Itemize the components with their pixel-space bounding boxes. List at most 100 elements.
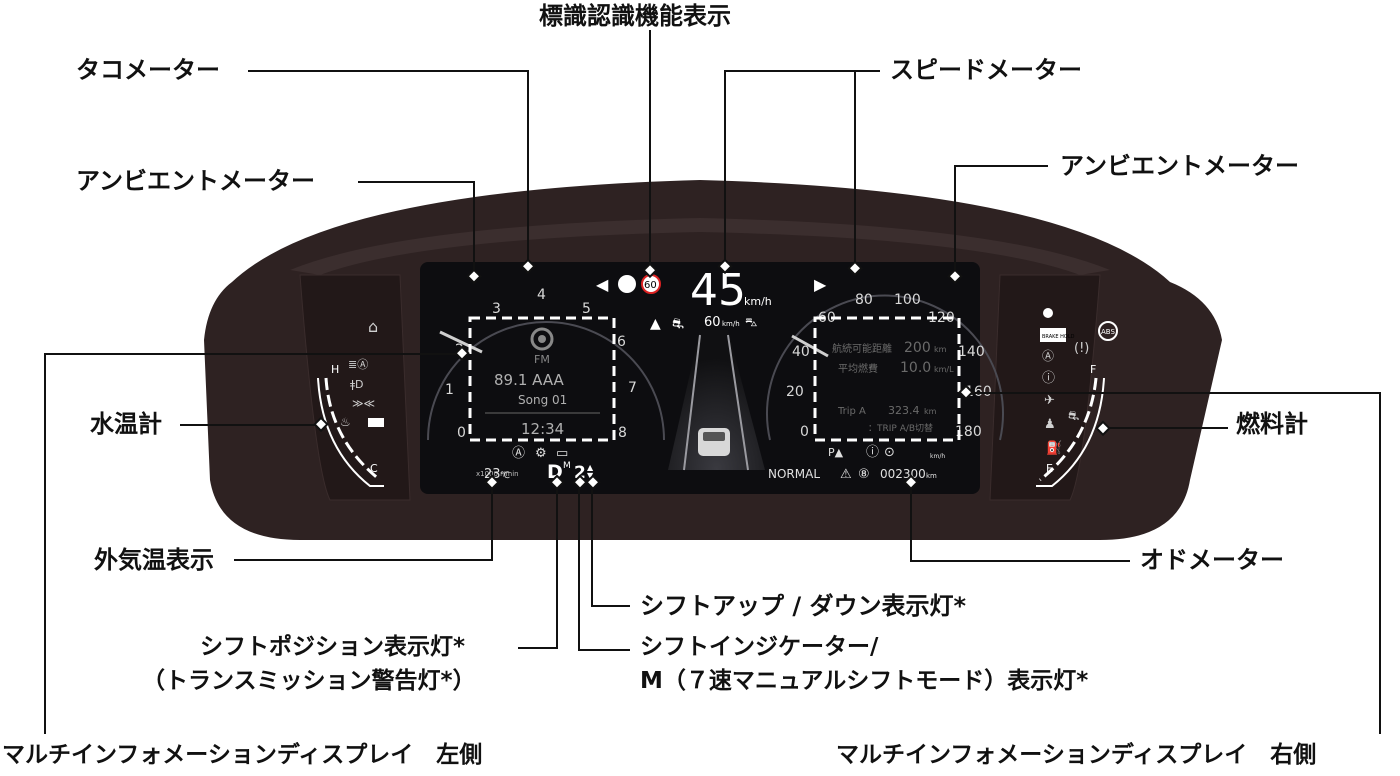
- cluster-hood: [290, 218, 1110, 275]
- speed-limit-sign-value: 60: [644, 280, 657, 291]
- label-ambient-left: アンビエントメーター: [76, 167, 316, 195]
- high-beam-icon: [368, 418, 384, 427]
- speed-tick-20: 20: [786, 384, 804, 400]
- tacho-tick-1: 1: [445, 382, 454, 398]
- drive-mode: NORMAL: [768, 467, 820, 481]
- speed-tick-40: 40: [792, 344, 810, 360]
- speed-tick-180: 180: [955, 424, 982, 440]
- info-icon: ⓘ: [866, 445, 879, 460]
- fuel-empty: E: [1046, 462, 1053, 475]
- status-dot-icon: [1043, 308, 1053, 318]
- shift-mode-indicator: M: [563, 461, 571, 471]
- lane-line-left: [683, 334, 701, 471]
- small-light-icon: ≫≪: [352, 397, 375, 410]
- shift-down-icon: ▼: [587, 471, 594, 480]
- passenger-airbag-icon: ⑧: [858, 467, 870, 482]
- fuel-pump-icon: ⛽: [1046, 440, 1062, 456]
- headlight-auto-icon: ≣Ⓐ: [348, 358, 368, 371]
- speed-tick-80: 80: [855, 292, 873, 308]
- label-shift-position-2: （トランスミッション警告灯*）: [142, 668, 476, 694]
- acc-set-speed: 60: [704, 315, 721, 330]
- no-overtaking-sign-icon: [618, 275, 636, 293]
- left-pod: [299, 274, 411, 501]
- brake-system-icon: ⓘ: [1042, 371, 1055, 386]
- lane-line-right: [727, 334, 749, 471]
- mid-right-box: [813, 316, 961, 442]
- check-engine-icon: ⌂: [368, 317, 378, 336]
- label-mid-left: マルチインフォメーションディスプレイ 左側: [2, 742, 483, 768]
- trip-unit: km: [924, 407, 937, 416]
- label-ambient-right: アンビエントメーター: [1060, 152, 1300, 180]
- brake-warning-icon: (!): [1074, 341, 1089, 356]
- odometer-value: 002300: [880, 467, 926, 481]
- label-fuel-gauge: 燃料計: [1236, 410, 1308, 438]
- abs-label: ABS: [1101, 328, 1115, 336]
- speed-tick-60: 60: [818, 310, 836, 326]
- tacho-tick-4: 4: [537, 287, 546, 303]
- label-shift-updown: シフトアップ / ダウン表示灯*: [640, 592, 967, 620]
- road-graphic: [668, 330, 765, 470]
- label-odometer: オドメーター: [1140, 546, 1284, 574]
- shift-up-icon: ▲: [587, 463, 594, 472]
- label-speedometer: スピードメーター: [890, 56, 1082, 84]
- outside-temp: 23: [484, 467, 501, 482]
- water-temp-hot: H: [331, 363, 339, 376]
- acc-car-icon: ⛍: [745, 315, 757, 329]
- seatbelt-icon: ⚠: [840, 467, 852, 482]
- odometer-unit: km: [926, 472, 937, 480]
- label-shift-position-1: シフトポジション表示灯*: [200, 634, 466, 660]
- speedometer-arc: [766, 294, 1004, 441]
- speed-tick-140: 140: [958, 344, 985, 360]
- label-outside-temp: 外気温表示: [94, 546, 214, 574]
- brake-hold-icon: [1040, 328, 1066, 342]
- door-open-icon: ⛐: [1068, 409, 1079, 424]
- tacho-tick-6: 6: [617, 334, 626, 350]
- info-row2-label: 平均燃費: [838, 362, 878, 375]
- fuel-gauge: [1039, 377, 1098, 482]
- tacho-tick-5: 5: [582, 301, 591, 317]
- coolant-icon: ♨: [340, 415, 351, 429]
- cone-icon: ▲: [650, 316, 661, 332]
- water-temp-gauge: [324, 377, 381, 482]
- label-water-temp: 水温計: [90, 410, 162, 438]
- tacho-tick-3: 3: [492, 301, 501, 317]
- battery-icon: ▭: [556, 446, 568, 461]
- brake-auto-icon: Ⓐ: [1042, 349, 1054, 363]
- seatbelt-warning-icon: ♟: [1044, 417, 1056, 432]
- label-shift-indicator-2: M（７速マニュアルシフトモード）表示灯*: [640, 668, 1089, 694]
- trip-label: Trip A: [837, 406, 866, 417]
- trip-value: 323.4: [888, 404, 920, 417]
- label-tachometer: タコメーター: [76, 56, 220, 84]
- audio-song: Song 01: [518, 393, 567, 407]
- radio-wave-icon: [530, 327, 554, 351]
- abs-icon: [1098, 321, 1118, 341]
- audio-station: 89.1 AAA: [494, 371, 565, 389]
- tacho-tick-8: 8: [618, 425, 627, 441]
- airbag-icon: ✈: [1044, 393, 1055, 408]
- speed-unit-small: km/h: [930, 453, 945, 460]
- label-mid-right: マルチインフォメーションディスプレイ 右側: [836, 742, 1317, 768]
- lane-keep-icon: ⛐: [672, 316, 684, 332]
- speed-unit: km/h: [744, 295, 772, 308]
- tacho-unit: x1000 r/min: [476, 470, 519, 478]
- brake-hold-label: BRAKE HOLD: [1042, 334, 1075, 340]
- callout-lines: [44, 30, 1381, 734]
- speed-tick-120: 120: [928, 310, 955, 326]
- callout-markers: [313, 258, 1111, 491]
- gear-number: 2: [574, 463, 586, 483]
- mid-left-box: [468, 316, 616, 442]
- info-row2-value: 10.0: [900, 360, 931, 376]
- speed-ticks: 0 20 40 60 80 100 120 140 160 180: [786, 292, 992, 440]
- speed-value: 45: [690, 265, 746, 316]
- info-row1-label: 航続可能距離: [832, 342, 892, 355]
- fuel-full: F: [1090, 363, 1096, 376]
- label-shift-indicator-1: シフトインジケーター/: [640, 634, 879, 660]
- label-sign-recognition: 標識認識機能表示: [539, 2, 731, 30]
- fog-light-icon: ǂD: [350, 378, 364, 391]
- tpms-icon: ⊙: [884, 445, 895, 460]
- acc-unit: km/h: [722, 320, 740, 328]
- info-row2-unit: km/L: [934, 365, 954, 374]
- audio-source: FM: [534, 353, 550, 366]
